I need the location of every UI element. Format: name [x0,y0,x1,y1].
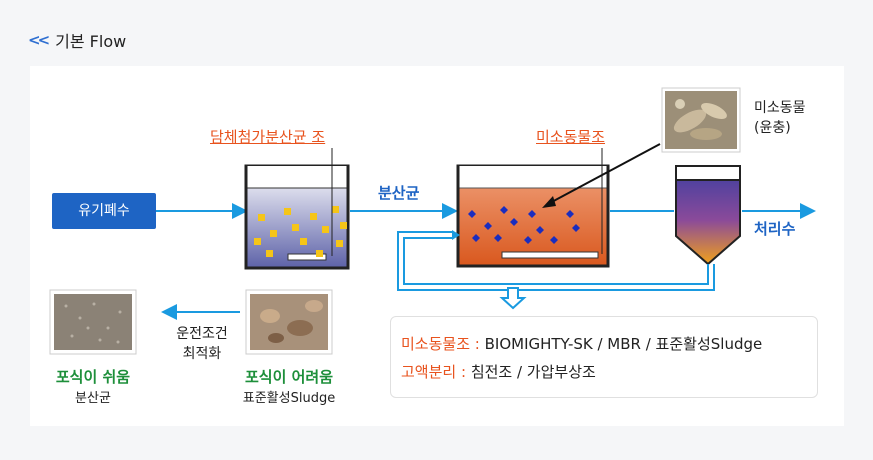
optimize-line1: 운전조건 [176,326,228,342]
legend-row-1: 미소동물조 : BIOMIGHTY-SK / MBR / 표준활성Sludge [401,333,762,354]
page-header: << 기본 Flow [28,28,126,52]
legend-value-2: 침전조 / 가압부상조 [470,363,596,381]
pointer-arrow [547,143,661,205]
flow-diagram [49,87,816,355]
mid-thumb-sub: 표준활성Sludge [242,391,336,406]
legend-key-2: 고액분리 : [401,363,467,381]
carrier-tank [244,148,350,270]
carrier-tank-label: 담체첨가분산균 조 [210,128,326,146]
legend-key-1: 미소동물조 : [401,335,480,353]
micro-animal-label-line2: (윤충) [754,120,791,136]
left-thumb-sub: 분산균 [75,391,111,406]
micro-animal-label-line1: 미소동물 [754,100,806,116]
optimize-line2: 최적화 [182,346,222,362]
flow-diagram-panel: 유기폐수 담체첨가분산균 조 분산균 미소동물조 미소동물 (윤충) 처리수 미… [30,66,844,426]
double-chevron-left-icon: << [28,31,50,49]
dispersed-bacteria-label: 분산균 [378,184,420,202]
mid-thumb-title: 포식이 어려움 [244,368,334,386]
legend-box: 미소동물조 : BIOMIGHTY-SK / MBR / 표준활성Sludge … [390,316,818,398]
legend-value-1: BIOMIGHTY-SK / MBR / 표준활성Sludge [484,335,763,353]
input-label: 유기폐수 [78,203,130,219]
page-title: 기본 Flow [55,32,127,51]
micro-animal-label: 미소동물 (윤충) [754,98,806,138]
down-arrow-icon [499,287,527,310]
legend-row-2: 고액분리 : 침전조 / 가압부상조 [401,361,596,382]
mid-thumb-caption: 포식이 어려움 표준활성Sludge [230,366,348,406]
left-thumb-title: 포식이 쉬움 [55,368,131,386]
micro-animal-photo [661,87,741,153]
treated-water-label: 처리수 [754,220,796,238]
clarifier-tank [675,165,741,266]
activated-sludge-photo [245,289,333,355]
micro-animal-tank-label: 미소동물조 [536,128,606,146]
dispersed-bacteria-photo [49,289,137,355]
micro-animal-tank [456,148,610,268]
optimize-label: 운전조건 최적화 [170,324,234,364]
input-wastewater-box: 유기폐수 [52,193,156,229]
left-thumb-caption: 포식이 쉬움 분산균 [40,366,146,406]
return-line [397,231,715,291]
